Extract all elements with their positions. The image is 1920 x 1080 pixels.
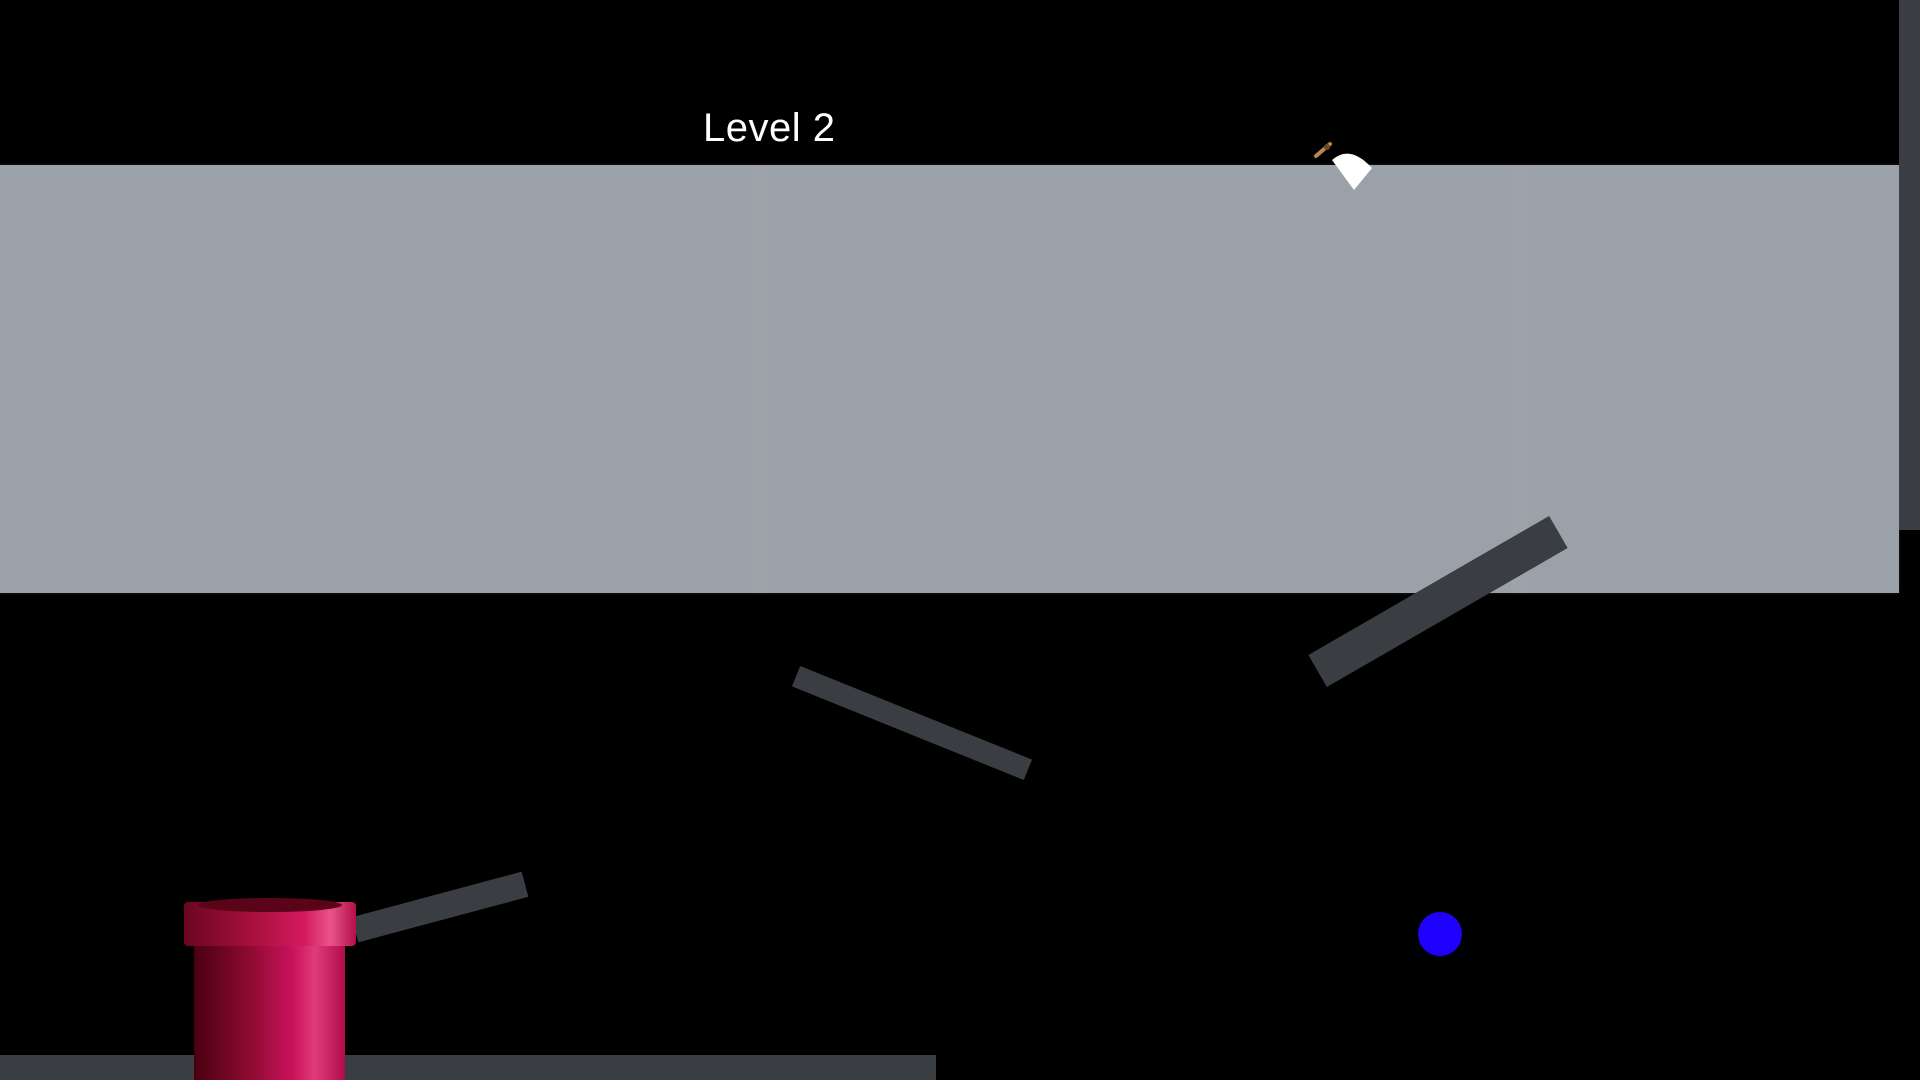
platform-plank-lower-left — [351, 871, 529, 943]
pipe-goal-icon — [184, 898, 356, 1080]
pipe-body — [194, 942, 345, 1080]
launcher-icon[interactable] — [1310, 130, 1380, 200]
band-seam — [752, 165, 768, 593]
pipe-opening — [198, 898, 342, 912]
background-band — [0, 165, 1899, 593]
ball-icon[interactable] — [1418, 912, 1462, 956]
floor-platform — [0, 1055, 936, 1080]
right-wall — [1899, 0, 1920, 530]
level-label: Level 2 — [703, 106, 836, 150]
platform-plank-middle — [791, 665, 1033, 781]
